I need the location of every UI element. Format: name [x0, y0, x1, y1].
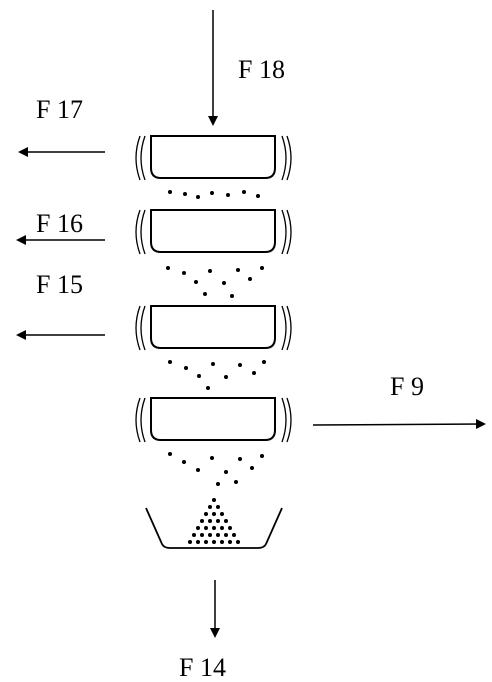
stage-1-tray: [135, 135, 292, 181]
label-f18: F 18: [238, 55, 285, 84]
label-f17: F 17: [36, 95, 83, 124]
label-f9: F 9: [390, 372, 424, 401]
label-f14: F 14: [179, 653, 226, 682]
stage-3-particles: [168, 360, 266, 390]
stage-2-tray: [135, 209, 292, 255]
stage-4-particles: [168, 452, 264, 486]
stage-2-particles: [166, 266, 264, 298]
outlet-arrow-f9: [312, 419, 486, 430]
label-f15: F 15: [36, 270, 83, 299]
stage-4-tray: [135, 397, 292, 443]
label-f16: F 16: [36, 209, 83, 238]
stage-1-particles: [168, 190, 260, 199]
collection-pan: [145, 507, 283, 549]
stage-3-tray: [135, 305, 292, 351]
collected-particle-pile: [188, 498, 240, 544]
